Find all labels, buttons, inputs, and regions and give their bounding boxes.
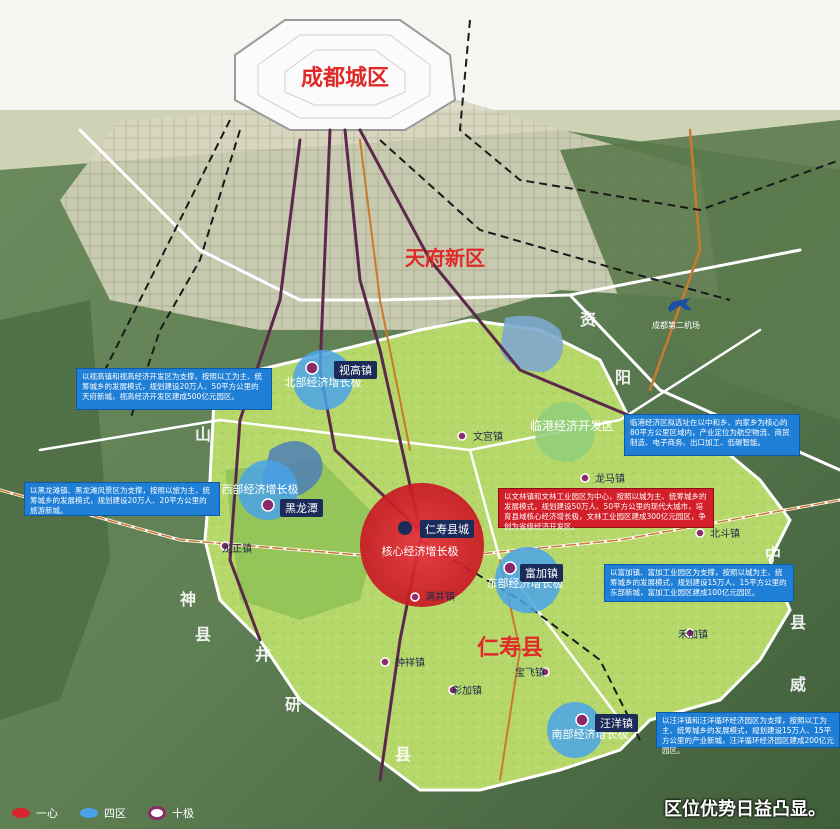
fujia-tag: 富加镇 [520,564,563,582]
chengdu-urban-outline [234,19,457,131]
shigao-tag: 视高镇 [334,361,377,379]
legend-core-swatch [12,808,30,818]
legend: 一心 四区 十极 [12,802,194,824]
xiema-label: 彰加镇 [452,684,482,697]
county-seat-dot [398,521,412,535]
west-info-box: 以黑龙滩镇、黑龙滩风景区为支撑，按照以旅为主、统筹城乡的发展模式，规划建设20万… [24,482,220,516]
baofei-label: 宝飞镇 [515,666,545,679]
county-seat-tag: 仁寿县城 [420,520,474,538]
margin-char: 县 [395,745,411,764]
heilongtan-marker [261,498,275,512]
margin-char: 神 [180,590,196,609]
core-info-box: 以文林镇和文林工业园区为中心，按照以城为主、统筹城乡的发展模式，规划建设50万人… [498,488,714,531]
county-label: 仁寿县 [477,635,543,661]
wengong-marker [457,431,467,441]
core-label: 核心经济增长极 [382,544,459,558]
wangyang-tag: 汪洋镇 [595,714,638,732]
south-zone-circle [547,702,603,758]
south-info-box: 以汪洋镇和汪洋循环经济园区为支撑，按照以工为主、统筹城乡的发展模式，规划建设15… [656,712,840,755]
tianfu-label: 天府新区 [405,246,485,270]
wangyang-marker [575,713,589,727]
margin-char: 威 [790,675,806,694]
heijia-marker [685,628,695,638]
xiema-marker [448,685,458,695]
zhongxiang-label: 钟祥镇 [395,656,425,669]
airport-label: 成都第二机场 [652,320,700,330]
beidou-label: 北斗镇 [710,527,740,540]
heijia-label: 禾加镇 [678,628,708,641]
legend-core: 一心 [12,805,58,821]
legend-poles-swatch [148,806,166,820]
margin-char: 中 [765,545,781,564]
tianfu-urban-area [60,100,720,330]
legend-poles-label: 十极 [172,807,194,820]
shigao-marker [305,361,319,375]
core-circle [360,483,484,607]
longma-marker [580,473,590,483]
margin-char: 阳 [615,368,631,387]
manjing-marker [410,592,420,602]
caption: 区位优势日益凸显。 [664,799,826,820]
chengdu-label: 成都城区 [301,65,389,91]
longzheng-label: 龙正镇 [222,542,252,555]
east-info-box: 以富加镇、富加工业园区为支撑，按照以城为主、统筹城乡的发展模式，规划建设15万人… [604,564,794,602]
wengong-label: 文宫镇 [473,430,503,443]
west-zone-label: 西部经济增长极 [222,482,299,496]
margin-char: 山 [195,425,211,444]
margin-char: 县 [790,613,806,632]
margin-char: 县 [195,625,211,644]
lingang-info-box: 临港经济区拟选址在以中和乡、向家乡为核心的80平方公里区域内，产业定位为航空物流… [624,414,800,456]
margin-char: 资 [580,310,596,329]
legend-zones-swatch [80,808,98,818]
baofei-marker [540,667,550,677]
legend-zones-label: 四区 [104,807,126,820]
heilongtan-tag: 黑龙潭 [280,499,323,517]
airport-icon [668,298,692,312]
manjing-label: 满井镇 [425,590,455,603]
north-info-box: 以视高镇和视高经济开发区为支撑，按照以工为主、统筹城乡的发展模式，规划建设20万… [76,368,272,410]
legend-poles: 十极 [148,805,194,821]
lingang-zone-label: 临港经济开发区 [530,418,614,433]
longzheng-marker [220,541,230,551]
lingang-zone-circle [535,402,595,462]
legend-zones: 四区 [80,805,126,821]
zhongxiang-marker [380,657,390,667]
reservoir [500,315,563,372]
beidou-marker [695,528,705,538]
margin-char: 井 [255,645,271,664]
fujia-marker [503,561,517,575]
longma-label: 龙马镇 [595,472,625,485]
legend-core-label: 一心 [36,807,58,820]
margin-char: 研 [285,695,301,714]
